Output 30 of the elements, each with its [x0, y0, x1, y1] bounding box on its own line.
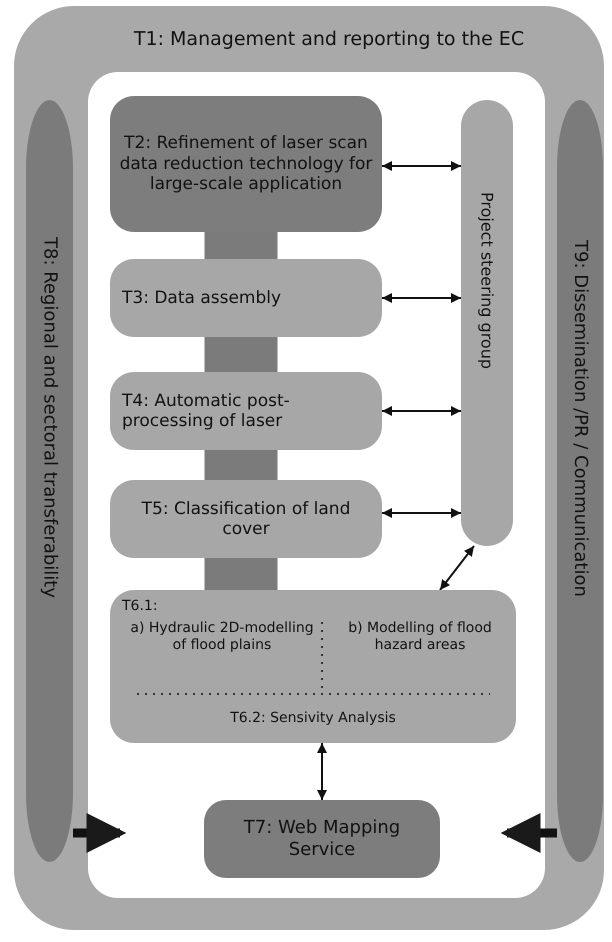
task-box	[204, 800, 440, 878]
task-label: T6.2: Sensivity Analysis	[229, 710, 397, 727]
double-arrow	[317, 743, 327, 800]
double-arrow	[382, 293, 461, 303]
double-arrow	[382, 161, 461, 171]
task-label: T8: Regional and sectoral transferability	[38, 237, 60, 599]
task-label: T7: Web Mapping Service	[242, 817, 402, 861]
outer-frame	[14, 6, 604, 930]
task-box	[110, 96, 382, 232]
task-label: T9: Dissemination /PR / Communication	[569, 240, 591, 596]
task-label: Project steering group	[477, 192, 497, 368]
task-label: T5: Classification of land cover	[140, 498, 352, 540]
double-arrow	[382, 406, 461, 416]
task-label: T6.1:	[122, 598, 159, 615]
connector-bar	[204, 450, 278, 480]
frame-title: T1: Management and reporting to the EC	[132, 28, 526, 50]
double-arrow	[439, 545, 475, 591]
task-label: b) Modelling of flood hazard areas	[347, 620, 493, 654]
task-box	[110, 259, 382, 337]
task-label: T4: Automatic post-processing of laser	[122, 390, 291, 432]
task-box	[110, 480, 382, 558]
task-label: T3: Data assembly	[122, 288, 282, 308]
steering-group-bar	[461, 100, 513, 546]
task-box	[110, 372, 382, 450]
double-arrow	[382, 508, 461, 518]
task-label: a) Hydraulic 2D-modelling of flood plains	[129, 620, 315, 654]
task-box	[110, 590, 516, 743]
large-arrow	[73, 813, 126, 853]
large-arrow	[500, 813, 557, 853]
task-label: T2: Refinement of laser scan data reduction technology for large-scale application	[118, 133, 374, 195]
